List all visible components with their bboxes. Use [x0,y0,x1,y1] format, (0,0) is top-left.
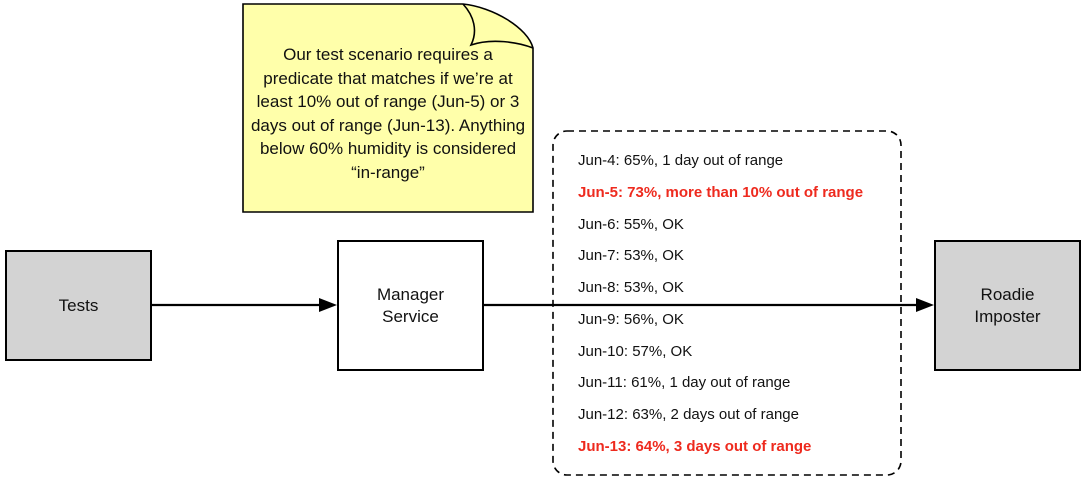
reading-row: Jun-8: 53%, OK [578,279,684,296]
reading-row: Jun-4: 65%, 1 day out of range [578,152,784,169]
roadie-imposter-node[interactable]: Roadie Imposter [934,240,1081,371]
sticky-note-shape [242,3,534,213]
tests-to-manager-arrowhead [319,298,337,312]
manager-service-node-label: Manager Service [376,284,445,326]
sticky-note[interactable]: Our test scenario requires a predicate t… [242,3,534,213]
reading-row-alert: Jun-5: 73%, more than 10% out of range [578,183,864,201]
manager-to-roadie-arrowhead [916,298,934,312]
reading-row-alert: Jun-13: 64%, 3 days out of range [578,437,812,455]
sticky-note-text: Our test scenario requires a predicate t… [250,45,526,182]
roadie-imposter-node-label: Roadie Imposter [974,284,1041,326]
reading-row: Jun-9: 56%, OK [578,310,684,328]
reading-row: Jun-11: 61%, 1 day out of range [578,374,791,392]
reading-row: Jun-6: 55%, OK [578,215,684,233]
reading-row: Jun-10: 57%, OK [578,342,693,360]
reading-row: Jun-12: 63%, 2 days out of range [578,406,799,423]
tests-node-label: Tests [58,295,99,315]
reading-row: Jun-7: 53%, OK [578,247,684,265]
tests-node[interactable]: Tests [5,250,152,361]
manager-service-node[interactable]: Manager Service [337,240,484,371]
